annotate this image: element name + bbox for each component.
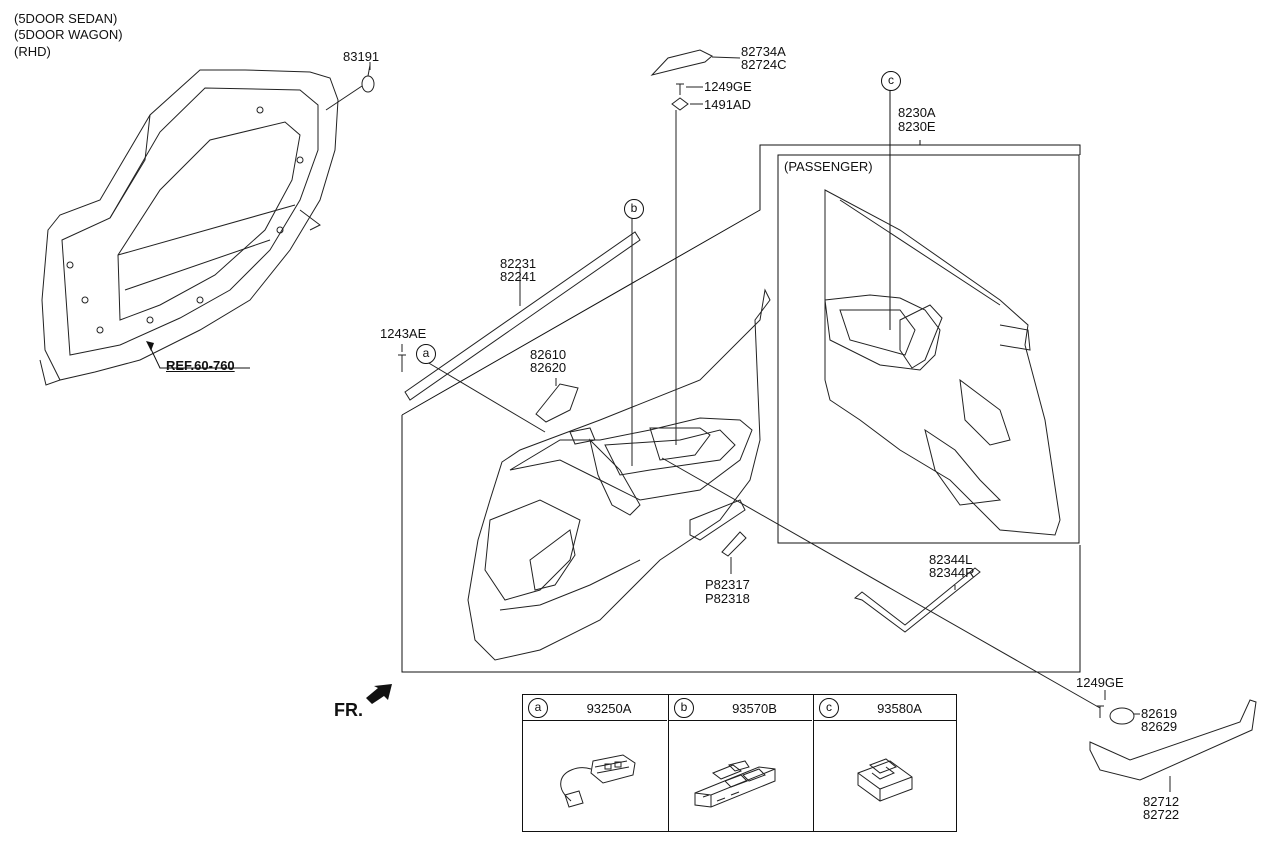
part-8230E[interactable]: 8230E xyxy=(898,119,936,134)
part-82344R[interactable]: 82344R xyxy=(929,565,975,580)
power-window-sub-switch-icon xyxy=(857,758,913,802)
part-1491AD[interactable]: 1491AD xyxy=(704,97,751,112)
legend-head-b: b 93570B xyxy=(669,695,812,721)
legend-table: a 93250A b 93570B xyxy=(522,694,957,832)
part-P82318[interactable]: P82318 xyxy=(705,591,750,606)
part-82722[interactable]: 82722 xyxy=(1143,807,1180,822)
part-83191[interactable]: 83191 xyxy=(343,49,380,64)
legend-code-a: 93250A xyxy=(586,701,632,716)
legend-head-c: c 93580A xyxy=(814,695,957,721)
power-window-main-switch-icon xyxy=(694,760,776,808)
legend-callout-c: c xyxy=(819,698,839,718)
door-frame-drawing xyxy=(39,64,375,386)
part-82724C[interactable]: 82724C xyxy=(741,57,787,72)
callout-b[interactable]: b xyxy=(624,199,644,219)
part-82610[interactable]: 82610 xyxy=(530,347,567,362)
front-direction-label: FR. xyxy=(334,700,363,720)
part-1249GE-bottom[interactable]: 1249GE xyxy=(1076,675,1124,690)
legend-callout-b: b xyxy=(674,698,694,718)
part-82620[interactable]: 82620 xyxy=(530,360,567,375)
top-parts-drawing xyxy=(650,49,741,445)
callout-c[interactable]: c xyxy=(881,71,901,91)
part-82712[interactable]: 82712 xyxy=(1143,794,1180,809)
legend-cell-c[interactable]: c 93580A xyxy=(813,695,957,831)
panel-frame xyxy=(401,415,1081,673)
passenger-inset-box xyxy=(777,154,1080,544)
part-8230A[interactable]: 8230A xyxy=(898,105,936,120)
legend-callout-a: a xyxy=(528,698,548,718)
part-82241[interactable]: 82241 xyxy=(500,269,537,284)
part-1243AE[interactable]: 1243AE xyxy=(380,326,427,341)
reference-link[interactable]: REF.60-760 xyxy=(166,358,235,373)
variant-sedan: (5DOOR SEDAN) xyxy=(14,11,118,26)
legend-code-b: 93570B xyxy=(732,701,777,716)
part-82629[interactable]: 82629 xyxy=(1141,719,1178,734)
variant-rhd: (RHD) xyxy=(14,44,51,59)
part-82231[interactable]: 82231 xyxy=(500,256,537,271)
part-P82317[interactable]: P82317 xyxy=(705,577,750,592)
part-82344L[interactable]: 82344L xyxy=(929,552,973,567)
part-82619[interactable]: 82619 xyxy=(1141,706,1178,721)
legend-cell-b[interactable]: b 93570B xyxy=(668,695,812,831)
legend-cell-a[interactable]: a 93250A xyxy=(523,695,667,831)
callout-a[interactable]: a xyxy=(416,344,436,364)
legend-code-c: 93580A xyxy=(877,701,922,716)
passenger-panel-drawing xyxy=(824,189,1061,536)
variant-wagon: (5DOOR WAGON) xyxy=(14,27,123,42)
part-82734A[interactable]: 82734A xyxy=(741,44,786,59)
door-lock-switch-icon xyxy=(560,754,636,808)
legend-head-a: a 93250A xyxy=(523,695,667,721)
part-1249GE-top[interactable]: 1249GE xyxy=(704,79,752,94)
passenger-label: (PASSENGER) xyxy=(784,159,873,174)
